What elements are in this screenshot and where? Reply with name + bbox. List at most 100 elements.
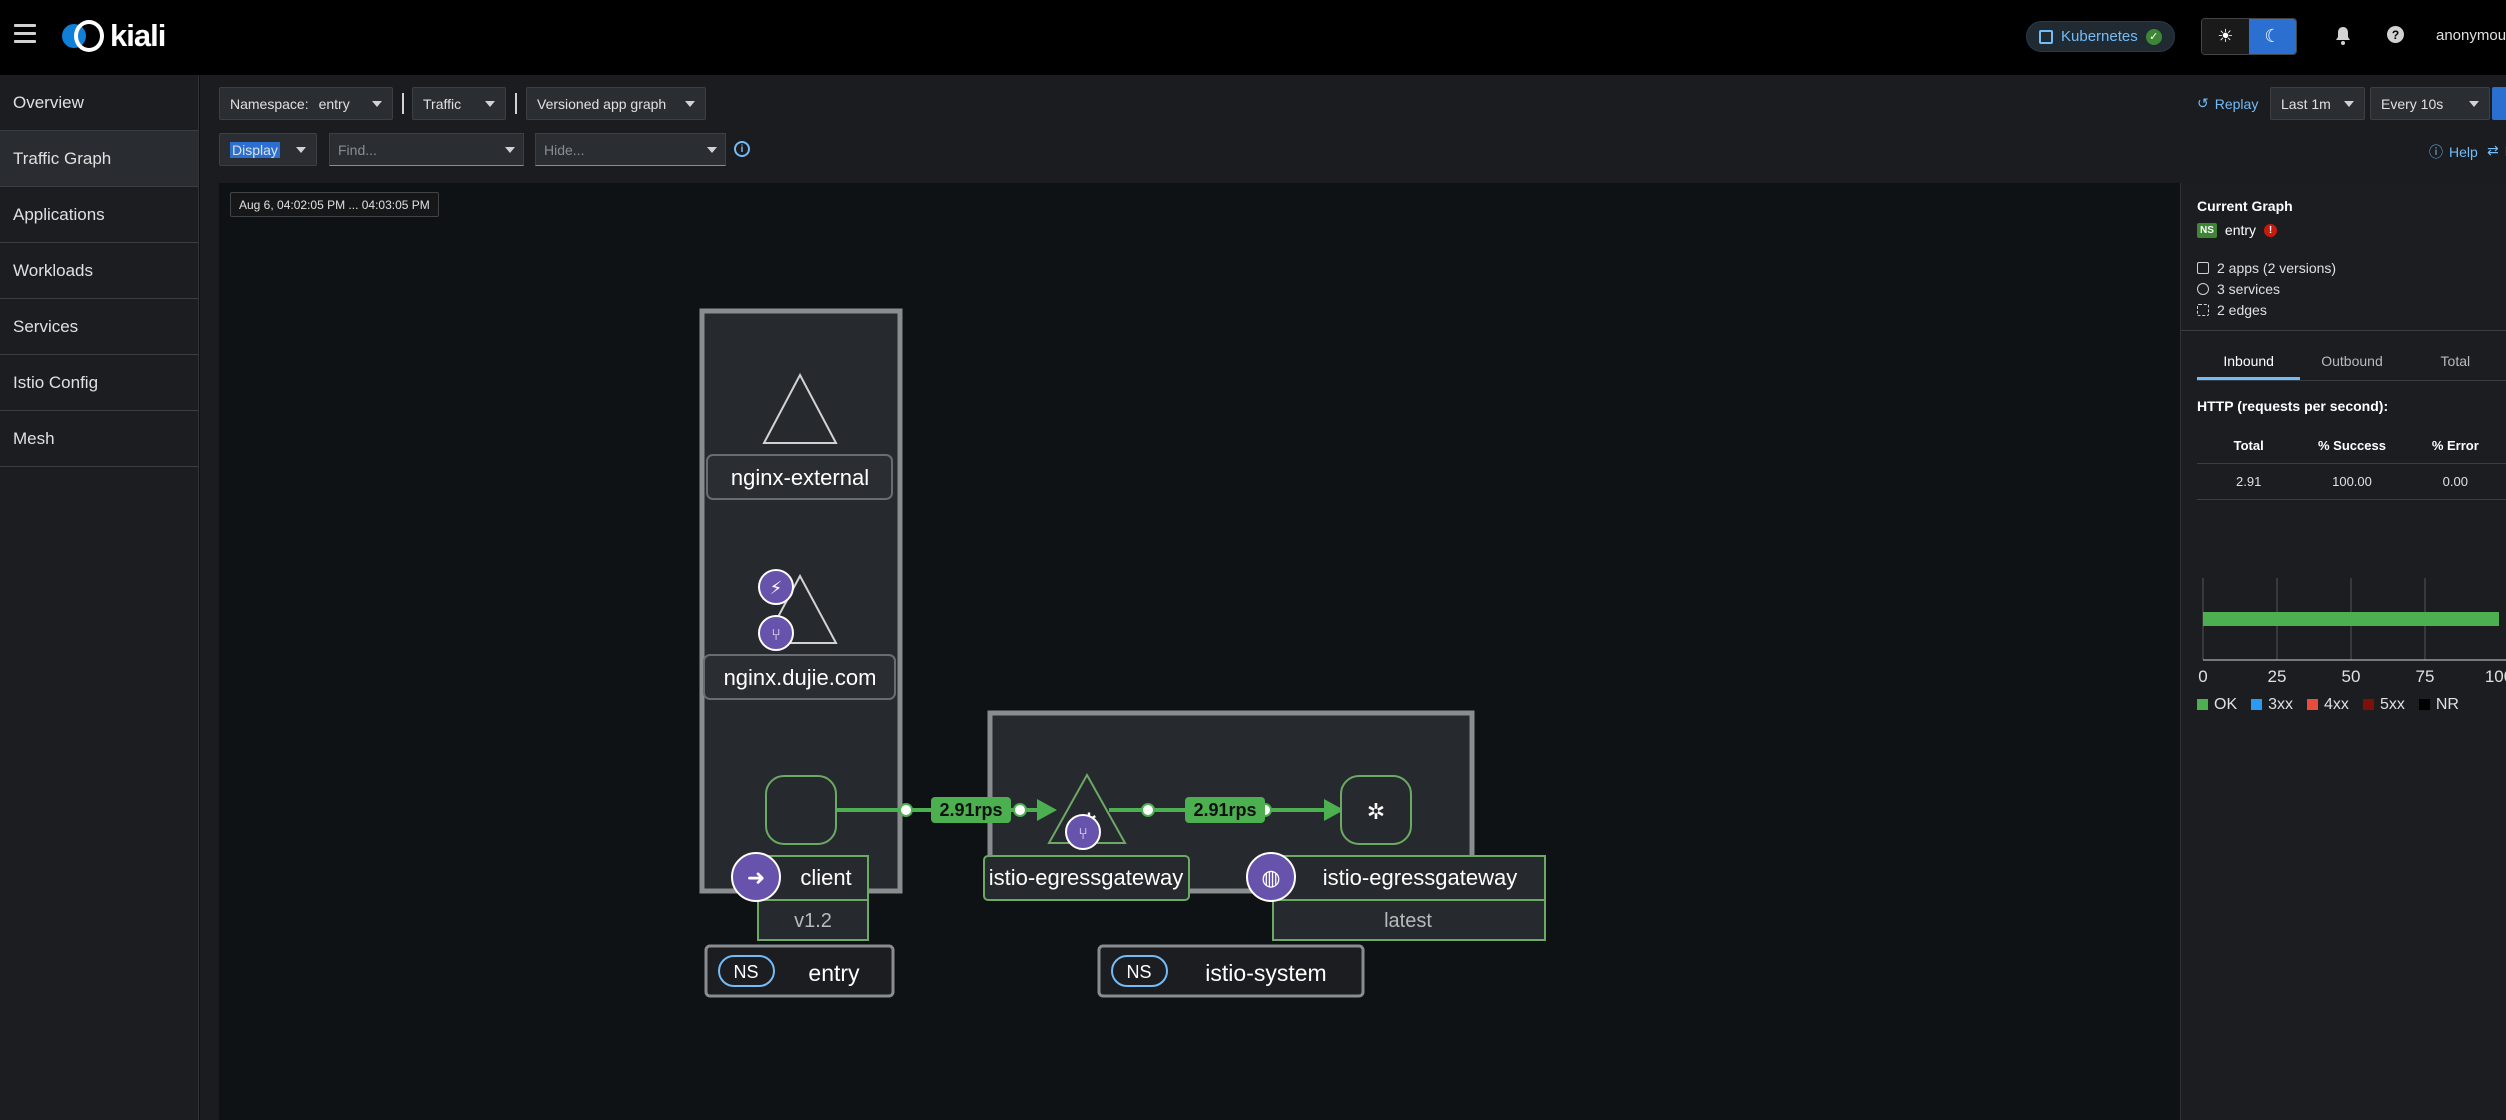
node-label-box xyxy=(1272,855,1546,901)
service-triangle-icon xyxy=(762,573,838,644)
node-label-nginx-external: nginx-external xyxy=(731,465,869,490)
sidebar-item-traffic-graph[interactable]: Traffic Graph xyxy=(0,131,198,187)
namespace-name-entry: entry xyxy=(808,960,860,986)
node-nginx-dujie[interactable]: ⚡ ⑂ nginx.dujie.com xyxy=(703,569,896,700)
user-menu[interactable]: anonymous xyxy=(2436,27,2506,44)
reset-layout-button[interactable]: ⇄ Re xyxy=(2487,142,2506,159)
sidebar-item-services[interactable]: Services xyxy=(0,299,198,355)
graph-toolbar: Namespace: entry Traffic Versioned app g… xyxy=(219,87,2506,120)
reset-label: Re xyxy=(2505,143,2506,159)
namespace-name-istio-system: istio-system xyxy=(1205,960,1326,986)
namespace-label-istio-system[interactable]: NS istio-system xyxy=(1097,944,1365,998)
sidebar-item-mesh[interactable]: Mesh xyxy=(0,411,198,467)
cluster-badge[interactable]: Kubernetes ✓ xyxy=(2026,21,2175,52)
find-placeholder: Find... xyxy=(338,141,377,158)
traffic-label: Traffic xyxy=(423,95,462,112)
node-client[interactable]: ➜ client v1.2 xyxy=(731,775,869,941)
traffic-dropdown[interactable]: Traffic xyxy=(412,87,506,120)
graph-timestamp: Aug 6, 04:02:05 PM ... 04:03:05 PM xyxy=(230,192,439,217)
legend-item-3xx[interactable]: 3xx xyxy=(2251,696,2293,714)
namespace-dropdown[interactable]: Namespace: entry xyxy=(219,87,393,120)
sidebar-item-applications[interactable]: Applications xyxy=(0,187,198,243)
tick-label: 0 xyxy=(2198,667,2207,686)
svg-text:⑂: ⑂ xyxy=(1078,824,1088,843)
hide-input[interactable]: Hide... xyxy=(535,133,726,166)
graph-canvas[interactable]: Aug 6, 04:02:05 PM ... 04:03:05 PM nginx… xyxy=(219,183,2180,1120)
help-icon[interactable]: ? xyxy=(2387,26,2404,43)
tab-total[interactable]: Total xyxy=(2440,353,2471,369)
gateway-icon: ✲ xyxy=(1367,800,1385,825)
display-dropdown[interactable]: Display xyxy=(219,133,317,166)
svg-text:NS: NS xyxy=(733,962,758,982)
node-version-egress: latest xyxy=(1384,910,1432,932)
caret-down-icon xyxy=(505,146,515,153)
table-cell: 2.91 xyxy=(2236,474,2262,489)
refresh-button[interactable] xyxy=(2492,87,2506,120)
sun-icon[interactable]: ☀ xyxy=(2202,19,2249,54)
hamburger-menu-icon[interactable] xyxy=(14,24,36,46)
service-triangle-icon xyxy=(762,372,838,444)
help-button[interactable]: ⓘ Help xyxy=(2429,142,2478,162)
apps-count: 2 apps (2 versions) xyxy=(2197,260,2336,276)
logo-text: kiali xyxy=(110,18,166,53)
traffic-graph[interactable]: nginx-external ⚡ ⑂ nginx.dujie.com 2.91r… xyxy=(219,183,2180,1120)
graph-type-dropdown[interactable]: Versioned app graph xyxy=(526,87,706,120)
edges-count: 2 edges xyxy=(2197,302,2267,318)
node-nginx-external[interactable]: nginx-external xyxy=(706,372,893,500)
sidebar-item-overview[interactable]: Overview xyxy=(0,75,198,131)
edge-egress-app-to-workload[interactable]: 2.91rps xyxy=(1109,797,1344,823)
namespace-value: entry xyxy=(318,95,350,112)
node-label-egress-service: istio-egressgateway xyxy=(989,865,1183,890)
panel-namespace[interactable]: NS entry ! xyxy=(2197,222,2278,238)
node-label-box xyxy=(983,855,1190,901)
theme-toggle[interactable]: ☀ ☾ xyxy=(2201,18,2297,55)
moon-icon[interactable]: ☾ xyxy=(2249,19,2296,54)
caret-down-icon xyxy=(707,146,717,153)
ok-bar xyxy=(2203,612,2499,626)
node-version-box xyxy=(757,899,869,941)
node-label-box xyxy=(706,454,893,500)
legend-item-4xx[interactable]: 4xx xyxy=(2307,696,2349,714)
sidebar: Overview Traffic Graph Applications Work… xyxy=(0,75,199,1120)
caret-down-icon xyxy=(296,146,306,153)
legend-item-5xx[interactable]: 5xx xyxy=(2362,696,2405,714)
sidebar-item-workloads[interactable]: Workloads xyxy=(0,243,198,299)
tab-inbound[interactable]: Inbound xyxy=(2197,341,2301,380)
lightning-icon xyxy=(758,569,794,605)
edge-client-to-egress-app[interactable]: 2.91rps xyxy=(835,797,1057,823)
legend-item-ok[interactable]: OK xyxy=(2197,696,2237,714)
table-row: 2.91 100.00 0.00 xyxy=(2197,464,2506,500)
caret-down-icon xyxy=(2344,100,2354,107)
refresh-interval-dropdown[interactable]: Every 10s xyxy=(2370,87,2490,120)
tab-outbound[interactable]: Outbound xyxy=(2321,353,2383,369)
info-icon[interactable]: i xyxy=(734,141,750,157)
tick-label: 50 xyxy=(2342,667,2361,686)
display-label: Display xyxy=(230,141,280,158)
duration-dropdown[interactable]: Last 1m xyxy=(2270,87,2365,120)
kiali-logo[interactable]: kiali xyxy=(58,18,166,54)
refresh-interval-label: Every 10s xyxy=(2381,95,2444,112)
tick-label: 25 xyxy=(2268,667,2287,686)
node-version-box xyxy=(1272,899,1546,941)
edges-icon xyxy=(2197,304,2209,316)
caret-down-icon xyxy=(372,100,382,107)
replay-button[interactable]: ↺ Replay xyxy=(2197,95,2258,112)
find-input[interactable]: Find... xyxy=(329,133,524,166)
table-header-row: Total % Success % Error xyxy=(2197,428,2506,464)
layout-icon: ⇄ xyxy=(2487,142,2499,158)
edge-rps-label: 2.91rps xyxy=(1193,800,1256,820)
duration-label: Last 1m xyxy=(2281,95,2331,112)
table-header: Total xyxy=(2233,438,2264,453)
table-header: % Error xyxy=(2431,438,2479,453)
svg-text:⑂: ⑂ xyxy=(771,625,781,644)
legend-item-nr[interactable]: NR xyxy=(2418,696,2459,714)
namespace-label-entry[interactable]: NS entry xyxy=(704,944,895,998)
check-circle-icon: ✓ xyxy=(2145,28,2162,45)
node-label-client: client xyxy=(800,865,851,890)
error-circle-icon: ! xyxy=(2264,223,2278,237)
sidebar-item-istio-config[interactable]: Istio Config xyxy=(0,355,198,411)
panel-namespace-name: entry xyxy=(2224,222,2257,238)
node-egress-workload[interactable]: ✲ ◍ istio-egressgateway latest xyxy=(1246,775,1546,941)
node-egress-service[interactable]: ✲ ⑂ istio-egressgateway xyxy=(983,772,1190,901)
bell-icon[interactable] xyxy=(2334,26,2352,46)
